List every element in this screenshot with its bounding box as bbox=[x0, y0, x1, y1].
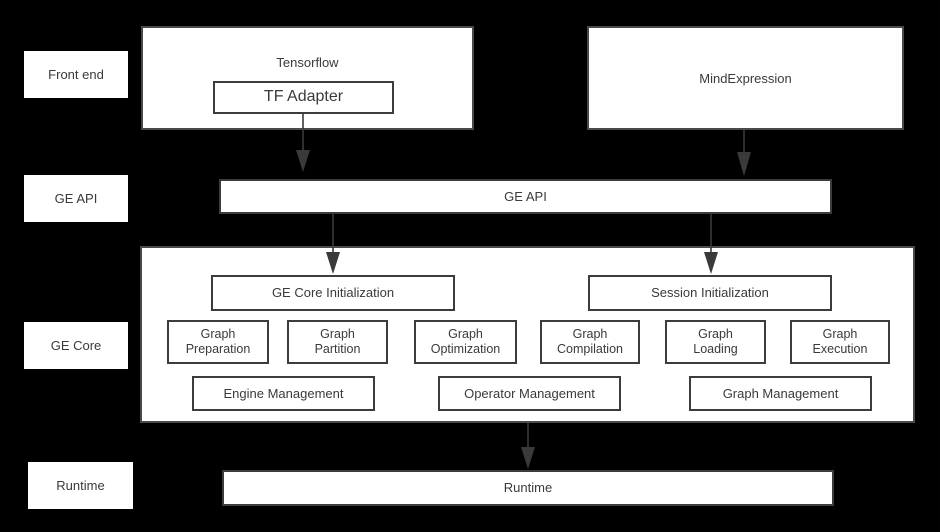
operator-management-box[interactable]: Operator Management bbox=[438, 376, 621, 411]
lane-label-front-end: Front end bbox=[24, 51, 128, 98]
tensorflow-group bbox=[141, 26, 474, 130]
arrow-mindexpression-to-ge-api bbox=[737, 130, 751, 176]
ge-api-bar-label: GE API bbox=[504, 188, 547, 204]
mindexpression-group-title: MindExpression bbox=[699, 71, 792, 86]
tf-adapter-label: TF Adapter bbox=[263, 88, 344, 106]
ge-core-initialization-label: GE Core Initialization bbox=[271, 285, 395, 301]
mindexpression-group bbox=[587, 26, 904, 130]
runtime-bar-label: Runtime bbox=[503, 480, 553, 496]
graph-preparation-box[interactable]: Graph Preparation bbox=[167, 320, 269, 364]
tf-adapter-box[interactable]: TF Adapter bbox=[213, 81, 394, 114]
lane-label-runtime: Runtime bbox=[28, 462, 133, 509]
lane-label-runtime-text: Runtime bbox=[56, 477, 105, 493]
graph-optimization-box[interactable]: Graph Optimization bbox=[414, 320, 517, 364]
graph-management-label: Graph Management bbox=[722, 385, 839, 401]
graph-compilation-box[interactable]: Graph Compilation bbox=[540, 320, 640, 364]
graph-optimization-label: Graph Optimization bbox=[430, 327, 501, 356]
graph-execution-box[interactable]: Graph Execution bbox=[790, 320, 890, 364]
engine-management-box[interactable]: Engine Management bbox=[192, 376, 375, 411]
arrow-ge-core-to-runtime bbox=[521, 423, 535, 469]
runtime-bar[interactable]: Runtime bbox=[222, 470, 834, 506]
lane-label-front-end-text: Front end bbox=[48, 66, 104, 82]
graph-management-box[interactable]: Graph Management bbox=[689, 376, 872, 411]
graph-partition-box[interactable]: Graph Partition bbox=[287, 320, 388, 364]
ge-core-initialization-box[interactable]: GE Core Initialization bbox=[211, 275, 455, 311]
engine-management-label: Engine Management bbox=[223, 385, 344, 401]
graph-execution-label: Graph Execution bbox=[812, 327, 868, 356]
tensorflow-group-title: Tensorflow bbox=[276, 55, 339, 70]
graph-preparation-label: Graph Preparation bbox=[185, 327, 251, 356]
operator-management-label: Operator Management bbox=[464, 385, 595, 401]
graph-loading-label: Graph Loading bbox=[693, 327, 738, 356]
lane-label-ge-core: GE Core bbox=[24, 322, 128, 369]
graph-partition-label: Graph Partition bbox=[314, 327, 361, 356]
lane-label-ge-core-text: GE Core bbox=[50, 337, 102, 353]
graph-loading-box[interactable]: Graph Loading bbox=[665, 320, 766, 364]
session-initialization-label: Session Initialization bbox=[651, 285, 769, 301]
lane-label-ge-api-text: GE API bbox=[54, 190, 98, 206]
lane-label-ge-api: GE API bbox=[24, 175, 128, 222]
session-initialization-box[interactable]: Session Initialization bbox=[588, 275, 832, 311]
graph-compilation-label: Graph Compilation bbox=[556, 327, 623, 356]
ge-api-bar[interactable]: GE API bbox=[219, 179, 832, 214]
